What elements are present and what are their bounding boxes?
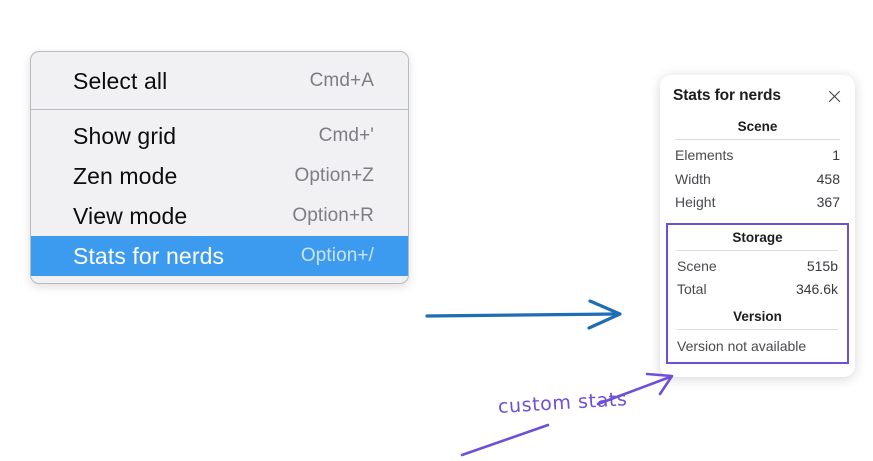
stat-label: Width bbox=[675, 170, 711, 187]
menu-item-shortcut: Option+R bbox=[292, 205, 374, 226]
stat-row: Elements 1 bbox=[673, 144, 842, 168]
stat-value: 1 bbox=[832, 147, 840, 163]
scene-heading: Scene bbox=[737, 119, 778, 134]
arrow-menu-to-panel bbox=[425, 299, 622, 330]
menu-item-label: Show grid bbox=[73, 122, 177, 149]
menu-group-2: Show grid Cmd+' Zen mode Option+Z View m… bbox=[31, 110, 408, 283]
custom-stats-annotation-label: custom stats bbox=[497, 388, 628, 418]
storage-divider bbox=[677, 249, 838, 251]
menu-item-stats-for-nerds[interactable]: Stats for nerds Option+/ bbox=[31, 236, 408, 276]
annotation-underline-stroke bbox=[460, 423, 550, 457]
stat-row: Width 458 bbox=[673, 168, 842, 192]
menu-divider bbox=[31, 109, 408, 110]
storage-heading: Storage bbox=[732, 229, 783, 245]
stats-for-nerds-panel: Stats for nerds Scene Elements 1 Width 4… bbox=[660, 75, 855, 377]
menu-item-shortcut: Cmd+A bbox=[309, 70, 374, 91]
menu-item-label: Zen mode bbox=[73, 162, 178, 189]
version-divider bbox=[677, 328, 838, 330]
custom-stats-highlight-region: Storage Scene 515b Total 346.6k Version … bbox=[666, 222, 849, 364]
menu-item-label: View mode bbox=[73, 202, 188, 229]
menu-group-1: Select all Cmd+A bbox=[31, 52, 408, 109]
close-icon[interactable] bbox=[827, 89, 842, 104]
panel-title: Stats for nerds bbox=[673, 87, 781, 104]
panel-header: Stats for nerds bbox=[673, 87, 842, 105]
stat-value: 346.6k bbox=[795, 281, 838, 297]
stat-label: Height bbox=[675, 194, 716, 210]
stat-value: 367 bbox=[816, 194, 840, 210]
menu-item-zen-mode[interactable]: Zen mode Option+Z bbox=[31, 156, 408, 196]
stat-row: Height 367 bbox=[673, 191, 842, 215]
menu-item-shortcut: Option+Z bbox=[294, 165, 374, 186]
stat-value: 458 bbox=[816, 170, 840, 187]
menu-item-select-all[interactable]: Select all Cmd+A bbox=[31, 61, 408, 101]
menu-item-shortcut: Option+/ bbox=[300, 245, 374, 266]
stat-row: Scene 515b bbox=[675, 255, 840, 279]
menu-item-shortcut: Cmd+' bbox=[318, 125, 374, 146]
stat-label: Elements bbox=[675, 147, 734, 163]
menu-item-label: Stats for nerds bbox=[73, 242, 225, 269]
stat-row: Total 346.6k bbox=[675, 278, 840, 302]
scene-section: Scene Elements 1 Width 458 Height 367 bbox=[673, 118, 842, 215]
scene-divider bbox=[675, 139, 840, 140]
stat-label: Scene bbox=[677, 257, 717, 274]
stat-label: Total bbox=[677, 281, 707, 297]
version-section: Version Version not available bbox=[675, 302, 840, 358]
menu-item-view-mode[interactable]: View mode Option+R bbox=[31, 196, 408, 236]
menu-item-label: Select all bbox=[73, 67, 168, 94]
version-text: Version not available bbox=[677, 337, 807, 354]
stat-value: 515b bbox=[806, 257, 838, 274]
menu-item-show-grid[interactable]: Show grid Cmd+' bbox=[31, 116, 408, 156]
context-menu[interactable]: Select all Cmd+A Show grid Cmd+' Zen mod… bbox=[30, 51, 409, 284]
storage-section: Storage Scene 515b Total 346.6k bbox=[675, 229, 840, 302]
version-heading: Version bbox=[733, 308, 782, 324]
